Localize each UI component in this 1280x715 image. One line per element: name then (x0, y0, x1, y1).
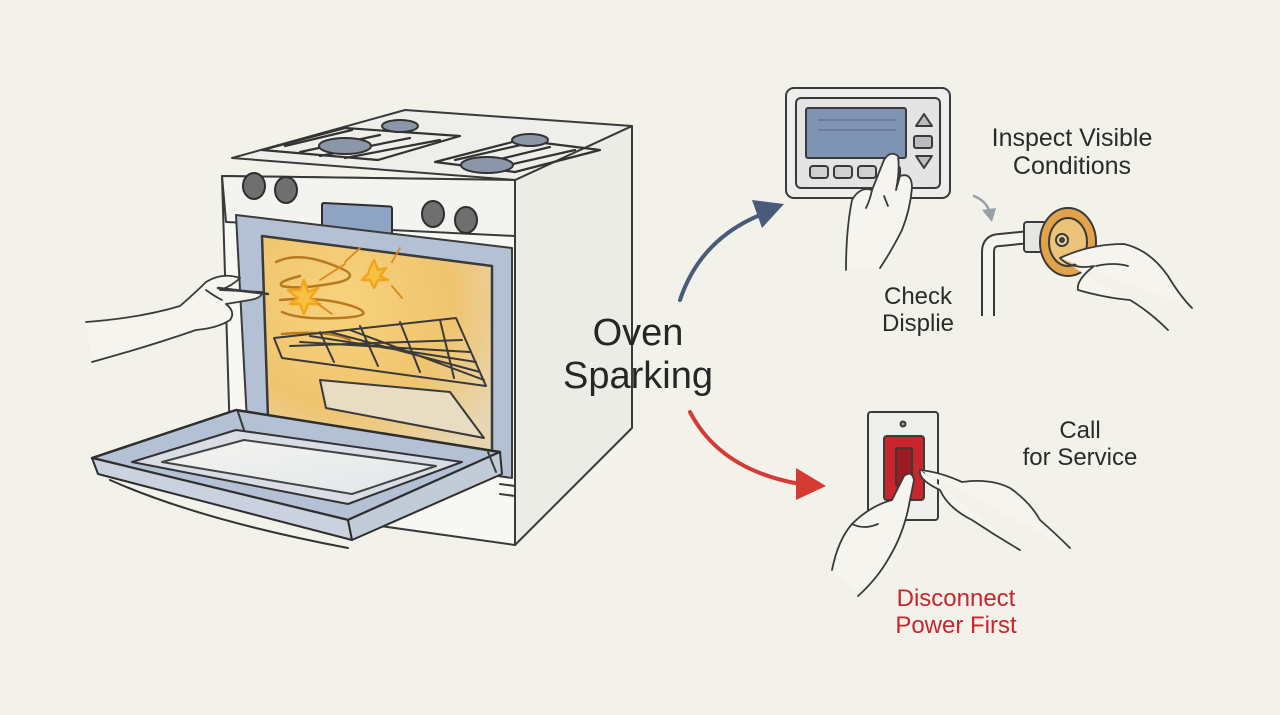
step-call-line1: Call (1059, 417, 1101, 444)
diagram-title-line1: Oven (592, 312, 684, 354)
oven-knob-icon (242, 172, 478, 234)
arrow-icon (972, 194, 996, 222)
hand-icon (831, 472, 915, 597)
step-disconnect-line2: Power First (895, 611, 1017, 639)
step-check-line1: Check (883, 283, 953, 310)
step-call-line2: for Service (1022, 443, 1138, 471)
hand-icon (85, 274, 270, 363)
step-inspect-line2: Conditions (1012, 152, 1132, 180)
arrow-icon (678, 200, 784, 302)
step-inspect-label: Inspect Visible Conditions (972, 124, 1172, 180)
diagram-title-line2: Sparking (563, 354, 713, 397)
hand-icon (845, 152, 913, 271)
diagram-title: Oven Sparking (548, 312, 728, 397)
step-inspect-line1: Inspect Visible (991, 124, 1153, 152)
spark-icon (286, 247, 403, 316)
step-call-label: Call for Service (1000, 417, 1160, 472)
step-check-label: Check Displie (868, 283, 968, 338)
step-disconnect-line1: Disconnect (896, 585, 1016, 612)
step-disconnect-label: Disconnect Power First (866, 585, 1046, 640)
control-panel-icon (785, 87, 951, 199)
oven-rack (273, 317, 487, 387)
arrow-icon (688, 410, 826, 500)
hand-icon (1059, 243, 1193, 331)
burner-icon (318, 119, 549, 174)
oven-illustration (90, 109, 633, 549)
step-check-line2: Displie (881, 309, 955, 337)
hand-icon (918, 469, 1071, 551)
